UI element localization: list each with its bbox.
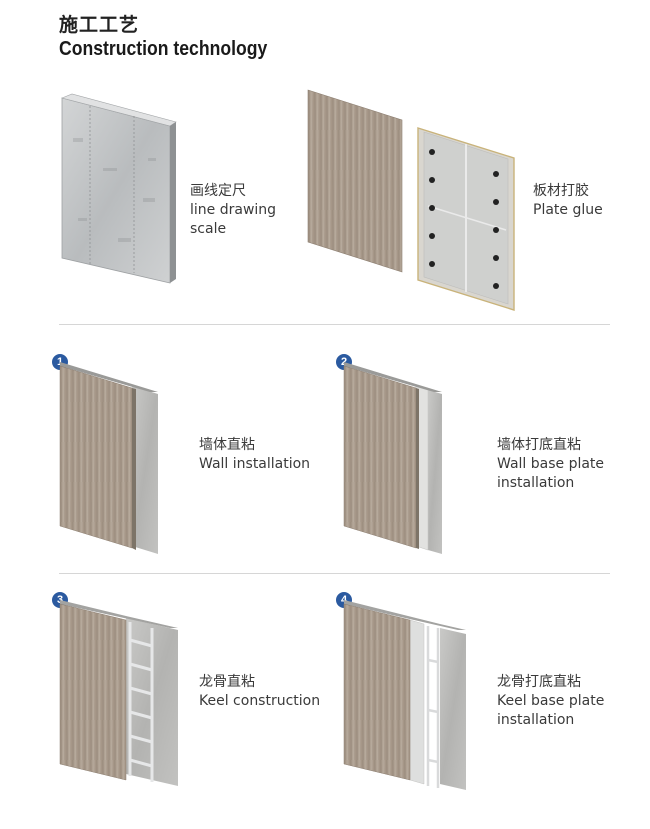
caption-cn: 墙体打底直粘 — [497, 437, 581, 453]
caption-plate-glue: 板材打胶 Plate glue — [533, 182, 603, 220]
page-title-en: Construction technology — [59, 38, 268, 60]
caption-cn: 龙骨打底直粘 — [497, 674, 581, 690]
caption-en: Wall base plate — [497, 456, 605, 472]
divider — [59, 324, 610, 325]
wood-panel-illustration — [307, 89, 403, 273]
wall-base-plate-illustration — [343, 362, 442, 554]
caption-en-2: installation — [497, 475, 575, 491]
keel-base-plate-illustration — [343, 600, 466, 790]
divider — [59, 573, 610, 574]
caption-cn: 画线定尺 — [190, 183, 246, 199]
caption-cn: 墙体直粘 — [199, 437, 255, 453]
caption-cn: 板材打胶 — [533, 183, 589, 199]
caption-en: Plate glue — [533, 202, 603, 218]
caption-step-1: 墙体直粘 Wall installation — [199, 436, 310, 474]
caption-step-4: 龙骨打底直粘 Keel base plate installation — [497, 673, 604, 730]
wall-installation-illustration — [59, 362, 158, 554]
caption-cn: 龙骨直粘 — [199, 674, 255, 690]
caption-line-drawing: 画线定尺 line drawing scale — [190, 182, 276, 239]
keel-construction-illustration — [59, 600, 178, 786]
caption-en: Keel base plate — [497, 693, 605, 709]
caption-en-2: scale — [190, 221, 227, 237]
caption-en: line drawing — [190, 202, 277, 218]
caption-en-2: installation — [497, 712, 575, 728]
caption-step-2: 墙体打底直粘 Wall base plate installation — [497, 436, 604, 493]
caption-step-3: 龙骨直粘 Keel construction — [199, 673, 320, 711]
plate-glue-illustration — [417, 127, 515, 311]
metal-plate-illustration — [61, 93, 177, 284]
caption-en: Wall installation — [199, 456, 311, 472]
caption-en: Keel construction — [199, 693, 321, 709]
page-title-cn: 施工工艺 — [59, 15, 140, 36]
